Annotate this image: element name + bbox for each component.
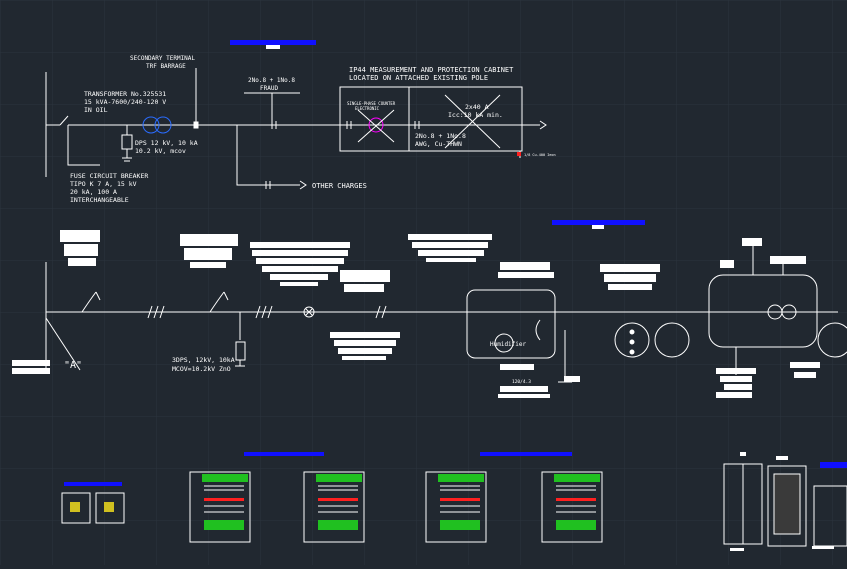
fraud-label-2: FRAUD (260, 85, 278, 92)
cable-ticks-2 (255, 305, 273, 319)
meter-cross (357, 109, 395, 143)
bottom-details (61, 452, 847, 551)
cabinet-title-1: IP44 MEASUREMENT AND PROTECTION CABINET (349, 66, 514, 74)
meter-label-1: SINGLE-PHASE COUNTER (347, 101, 396, 106)
secondary-terminal-label: SECONDARY TERMINAL (130, 55, 195, 62)
top-diagram: SECONDARY TERMINAL TRF BARRAGE TRANSFORM… (45, 40, 556, 204)
meter-circle-2 (654, 322, 690, 358)
cross-section-2 (303, 471, 365, 543)
other-charges-label: OTHER CHARGES (312, 182, 367, 190)
cutout-2 (209, 291, 229, 313)
dps-label-2: 10.2 kV, mcov (135, 147, 186, 155)
cabinet-title-2: LOCATED ON ATTACHED EXISTING POLE (349, 74, 488, 82)
fraud-label-1: 2No.8 + 1No.8 (248, 77, 295, 84)
cross-section-1 (189, 471, 251, 543)
title-bar (230, 40, 316, 45)
title-mark (266, 45, 280, 49)
fuse-label-1: FUSE CIRCUIT BREAKER (70, 172, 148, 180)
cable-ticks-1 (147, 305, 165, 319)
cable-label-1: 2No.8 + 1No.8 (415, 132, 466, 140)
dps-ground (122, 149, 132, 162)
fuse-label-2: TIPO K 7 A, 15 kV (70, 180, 137, 188)
small-panel-2 (95, 492, 125, 524)
breaker-label-1: 2x40 A (465, 103, 489, 111)
other-charges-branch (236, 125, 300, 186)
ground-marker (517, 152, 521, 156)
cutout-1 (81, 291, 101, 313)
transformer-label-2: 15 kVA-7600/240-120 V (84, 98, 166, 106)
meter-circle-3 (817, 322, 847, 358)
protection-cabinet (339, 86, 523, 152)
middle-dps-label-2: MCOV=10.2kV ZnO (172, 365, 231, 373)
connector-circle (303, 306, 315, 318)
transformer-secondary-icon (154, 116, 172, 134)
meter-label-2: ELECTRONIC (355, 106, 380, 111)
small-label: 120/4.3 (512, 379, 531, 385)
breaker-cross (444, 94, 501, 149)
fuse-label-4: INTERCHANGEABLE (70, 196, 129, 204)
transformer-label-1: TRANSFORMER No.325531 (84, 90, 166, 98)
fuse-leader (67, 125, 100, 166)
humidifier-icon (494, 333, 514, 353)
cable-ticks-3 (375, 305, 387, 319)
trf-barrage-label: TRF BARRAGE (146, 63, 186, 70)
middle-title-bar (552, 220, 645, 225)
pole-guy (45, 317, 81, 371)
label-blocks (12, 230, 820, 398)
fuse-label-3: 20 kA, 100 A (70, 188, 117, 196)
transformer-primary-icon (142, 116, 160, 134)
point-a-label: "A" (64, 360, 82, 371)
dps-label-1: DPS 12 kV, 10 kA (135, 139, 198, 147)
ground-note: 1/8 Cu-400 Ieon (524, 153, 556, 157)
main-cabinet (708, 274, 818, 348)
breaker-label-2: Icc:10 kA min. (448, 111, 503, 119)
bus-arrow (539, 120, 547, 130)
cable-label-2: AWG, Cu-THWN (415, 140, 462, 148)
meter-icon (368, 117, 384, 133)
cross-section-3 (425, 471, 487, 543)
cabinet-inside-view (767, 465, 807, 547)
humidifier-cabinet (466, 289, 556, 359)
middle-diagram: "A" 3DPS, 12kV, 10kA MCOV=10.2kV ZnO Hum… (12, 220, 847, 398)
middle-dps-label-1: 3DPS, 12kV, 10kA (172, 356, 235, 364)
small-panel-1 (61, 492, 91, 524)
transformer-label-3: IN OIL (84, 106, 108, 114)
humidifier-label: Humidifier (490, 341, 527, 348)
cross-section-4 (541, 471, 603, 543)
fuse-switch (59, 115, 72, 126)
meter-circle-1 (614, 322, 650, 358)
